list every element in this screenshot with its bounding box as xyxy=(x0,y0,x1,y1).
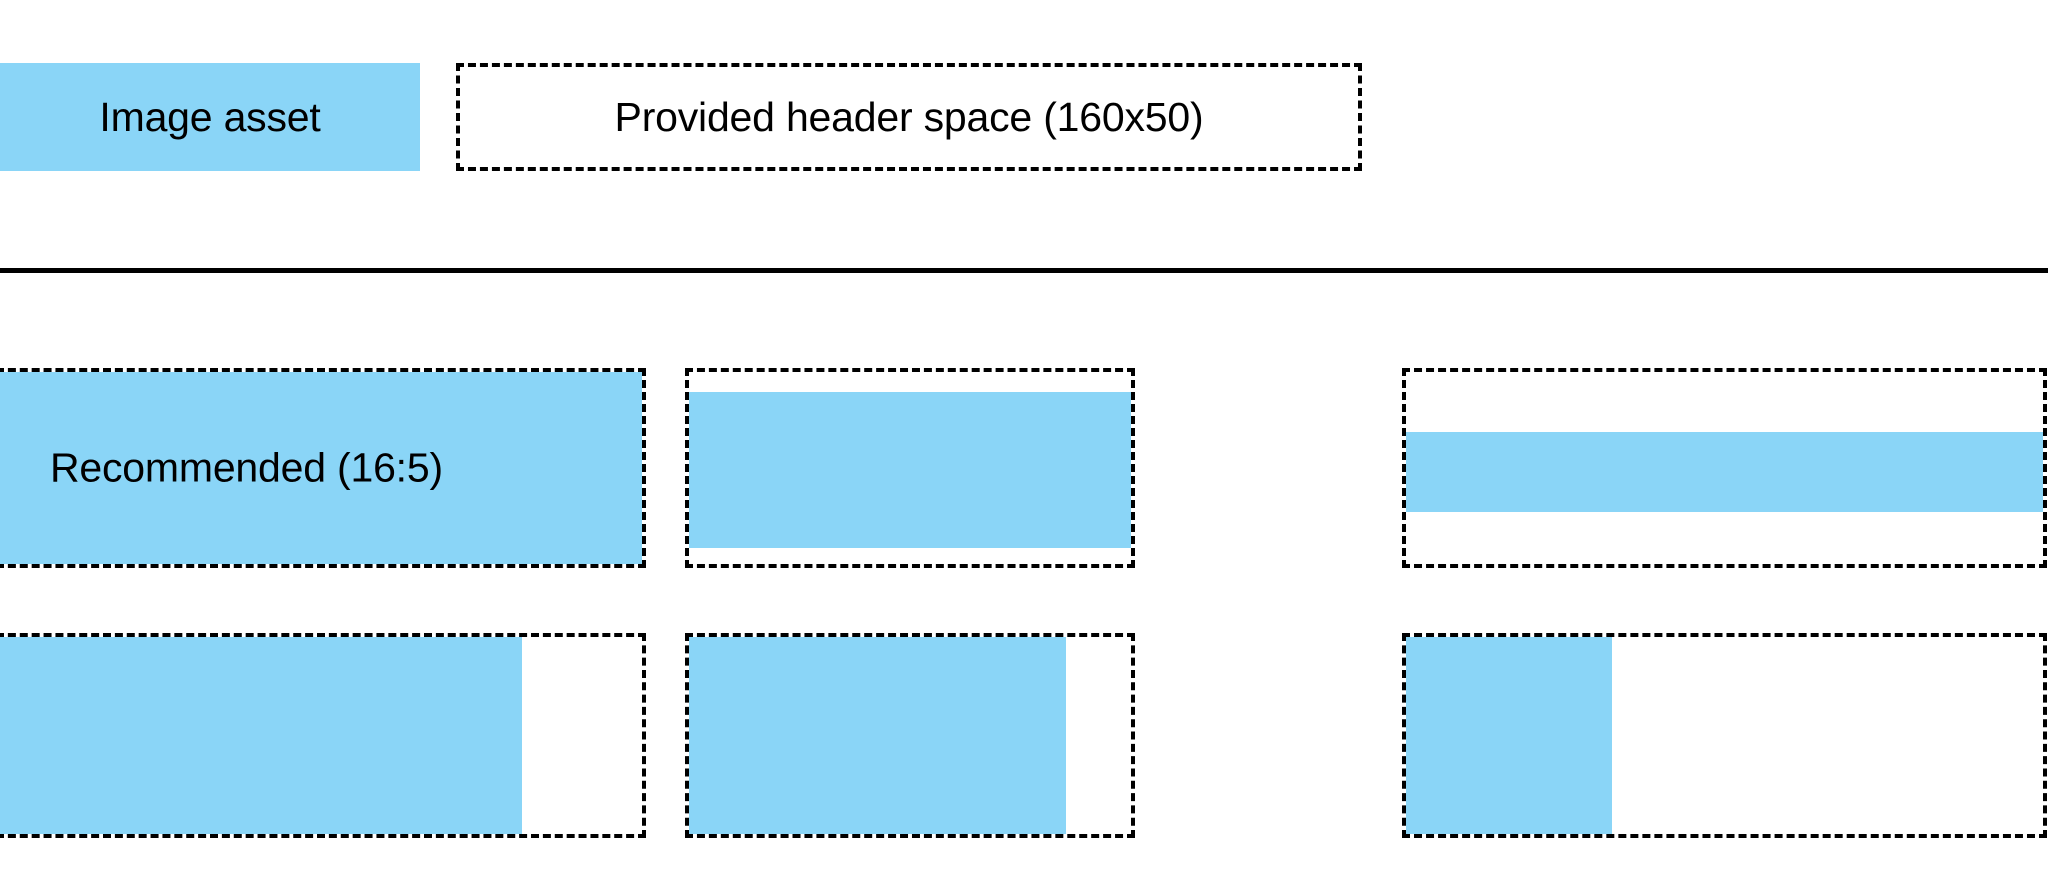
provided-header-space-label: Provided header space (160x50) xyxy=(614,93,1204,140)
sample-fill-recommended-16-5 xyxy=(0,372,642,564)
provided-header-space-box: Provided header space (160x50) xyxy=(456,63,1362,171)
sample-cell-shorter-aspect-sample xyxy=(685,368,1135,568)
section-divider xyxy=(0,268,2048,273)
sample-cell-narrow-partial-sample xyxy=(1402,633,2047,838)
sample-fill-short-band-sample xyxy=(1406,432,2043,512)
sample-fill-wide-partial-sample xyxy=(0,637,522,834)
sample-cell-wide-partial-sample xyxy=(0,633,646,838)
sample-label-recommended-16-5: Recommended (16:5) xyxy=(50,444,443,491)
sample-fill-shorter-aspect-sample xyxy=(689,392,1131,548)
sample-cell-short-band-sample xyxy=(1402,368,2047,568)
image-asset-swatch: Image asset xyxy=(0,63,420,171)
image-asset-swatch-label: Image asset xyxy=(99,93,321,140)
sample-fill-medium-partial-sample xyxy=(689,637,1066,834)
sample-cell-medium-partial-sample xyxy=(685,633,1135,838)
sample-cell-recommended-16-5: Recommended (16:5) xyxy=(0,368,646,568)
legend-row: Image asset Provided header space (160x5… xyxy=(0,63,2048,171)
sample-fill-narrow-partial-sample xyxy=(1406,637,1612,834)
